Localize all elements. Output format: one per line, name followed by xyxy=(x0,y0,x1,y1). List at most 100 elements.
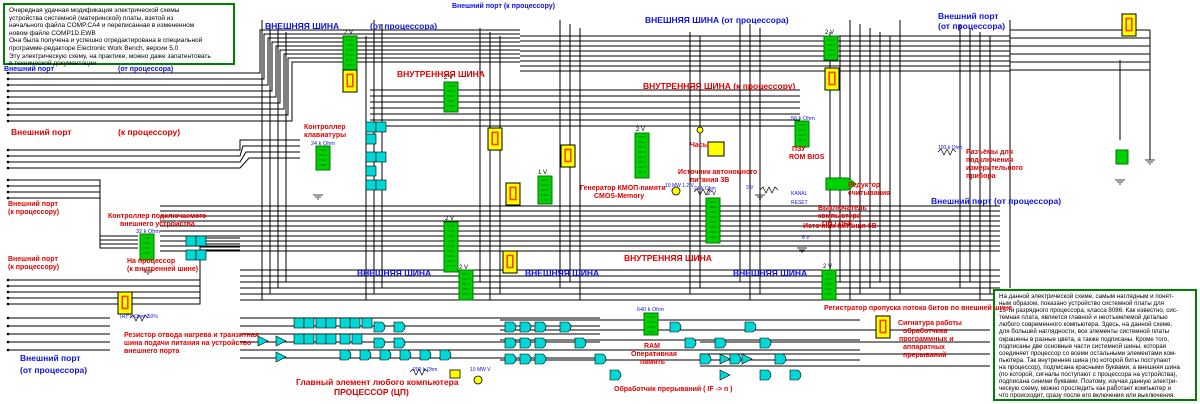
ram-label-2: Оперативная xyxy=(631,351,677,358)
ext-port-right-direction: (от процессора) xyxy=(938,21,1006,31)
reducer-label-2: считывания xyxy=(848,190,891,197)
cpu-register xyxy=(361,317,373,329)
plug-controller-chip xyxy=(139,233,155,261)
irq-gate xyxy=(744,321,757,333)
clock-label: Часы xyxy=(690,142,709,149)
connectors-label-3: измерительного xyxy=(966,165,1023,172)
resistor-value: 24 k Ohm xyxy=(311,141,335,147)
top-note-line: Эту электрическую схему, на практике, мо… xyxy=(9,52,211,60)
ext-port-left-2: Внешний порт xyxy=(20,353,81,363)
ext-port-red-2-direction: (к процессору) xyxy=(8,209,60,216)
display-digit xyxy=(121,295,129,310)
seven-seg-display xyxy=(117,291,133,315)
resistor-label-3: внешнего порта xyxy=(124,348,180,355)
keyboard-logic xyxy=(375,179,387,191)
keyboard-logic xyxy=(365,151,377,163)
voltmeter-icon xyxy=(473,375,483,385)
irq-buffer xyxy=(741,353,753,365)
resistor xyxy=(693,188,713,196)
switch-label: Выключатель xyxy=(818,205,867,212)
ext-bus-label: ВНЕШНЯЯ ШИНА xyxy=(733,268,808,278)
ram-gate xyxy=(519,321,532,333)
battery-value: 10 MW 1.2 V xyxy=(665,183,694,189)
ext-port-red-3-direction: (к процессору) xyxy=(8,264,60,271)
terminal-dot xyxy=(6,101,10,105)
bottom-note-line: для большей наглядности, все элементы си… xyxy=(999,328,1170,336)
bottom-note-line: темная плата, является главной и неотъем… xyxy=(999,314,1168,322)
wire xyxy=(8,29,520,74)
wire xyxy=(8,57,520,116)
meter-value: 10 MW V xyxy=(470,367,491,373)
irq-gate xyxy=(699,353,712,365)
terminal-dot xyxy=(6,324,10,328)
display-digit xyxy=(828,71,836,86)
resistor xyxy=(937,148,957,156)
rom-bios-chip xyxy=(794,120,810,148)
seven-seg-display xyxy=(875,315,891,339)
cpu-buffer xyxy=(275,351,287,363)
ram-gate xyxy=(504,321,517,333)
supply-value: 2 V xyxy=(636,127,646,133)
ground-symbol xyxy=(143,269,153,275)
cpu-register xyxy=(351,333,363,345)
bus-chip xyxy=(458,269,474,301)
terminal-dot xyxy=(6,190,10,194)
terminal-dot xyxy=(6,348,10,352)
cmos-generator-label-2: CMOS-Memory xyxy=(594,193,645,200)
cpu-register xyxy=(315,333,327,345)
battery-label-2: питания 3В xyxy=(690,177,730,184)
ext-port-red-direction: (к процессору) xyxy=(118,127,181,137)
wire xyxy=(8,237,240,305)
display-digit xyxy=(491,131,499,146)
top-note-line: программе-редакторе Electronic Work Benc… xyxy=(9,44,179,52)
keyboard-logic xyxy=(365,179,377,191)
bottom-note-line: ческую схему, можно проследить как работ… xyxy=(999,385,1172,393)
bottom-note-line: пьютера. Так внутренняя шина (по которой… xyxy=(999,356,1171,364)
cpu-gate xyxy=(419,349,432,361)
ram-gate xyxy=(504,353,517,365)
plug-logic xyxy=(185,249,197,261)
wire xyxy=(8,197,138,249)
terminal-dot xyxy=(6,95,10,99)
ext-port-left: Внешний порт xyxy=(4,66,54,73)
top-note-line: начального файла COMP.CA4 и переписанная… xyxy=(9,22,195,30)
irq-label: Обработчик прерываний ( IF -> n ) xyxy=(614,386,733,393)
bottom-note-line: ным образом, показано устройство системн… xyxy=(999,300,1164,308)
ram-gate xyxy=(594,353,607,365)
terminal-dot xyxy=(6,278,10,282)
ram-label-3: память xyxy=(640,359,666,366)
clock-indicator xyxy=(696,126,704,134)
reducer-label: Редуктор xyxy=(848,182,881,189)
cpu-gate xyxy=(439,349,452,361)
terminal-dot xyxy=(6,148,10,152)
supply-value: 2 V xyxy=(344,30,354,36)
seven-seg-display xyxy=(560,144,576,168)
bus-chip xyxy=(443,81,459,113)
bus-chip xyxy=(821,269,837,301)
cpu-gate xyxy=(399,349,412,361)
bus-chip xyxy=(634,132,650,179)
terminal-dot xyxy=(6,284,10,288)
ext-port-red-2: Внешний порт xyxy=(8,201,58,208)
bottom-note-line: подписана синими буквами. Поэтому, изуча… xyxy=(999,378,1178,386)
plug-logic xyxy=(195,235,207,247)
irq-gate xyxy=(714,337,727,349)
cpu-gate xyxy=(359,349,372,361)
kanal-label: KANAL xyxy=(791,191,808,197)
connectors-label: Разъёмы для xyxy=(966,149,1013,156)
cpu-gate xyxy=(373,321,386,333)
ram-gate xyxy=(559,321,572,333)
terminal-dot xyxy=(6,154,10,158)
bottom-note-line: любого современного компьютера. Здесь, н… xyxy=(999,321,1173,329)
cpu-gate xyxy=(373,337,386,349)
fuse-icon xyxy=(449,369,461,379)
cpu-gate xyxy=(339,349,352,361)
register-skip-label: Регистратор пропуска потока битов по вне… xyxy=(824,305,1012,312)
keyboard-controller-chip xyxy=(315,145,331,171)
bottom-note-line: соединяет процессор со всеми остальными … xyxy=(999,349,1177,357)
terminal-dot xyxy=(6,332,10,336)
resistor xyxy=(759,186,779,194)
resistor xyxy=(129,314,149,322)
display-digit xyxy=(346,73,354,88)
ext-port-left-2-direction: (от процессора) xyxy=(20,365,88,375)
